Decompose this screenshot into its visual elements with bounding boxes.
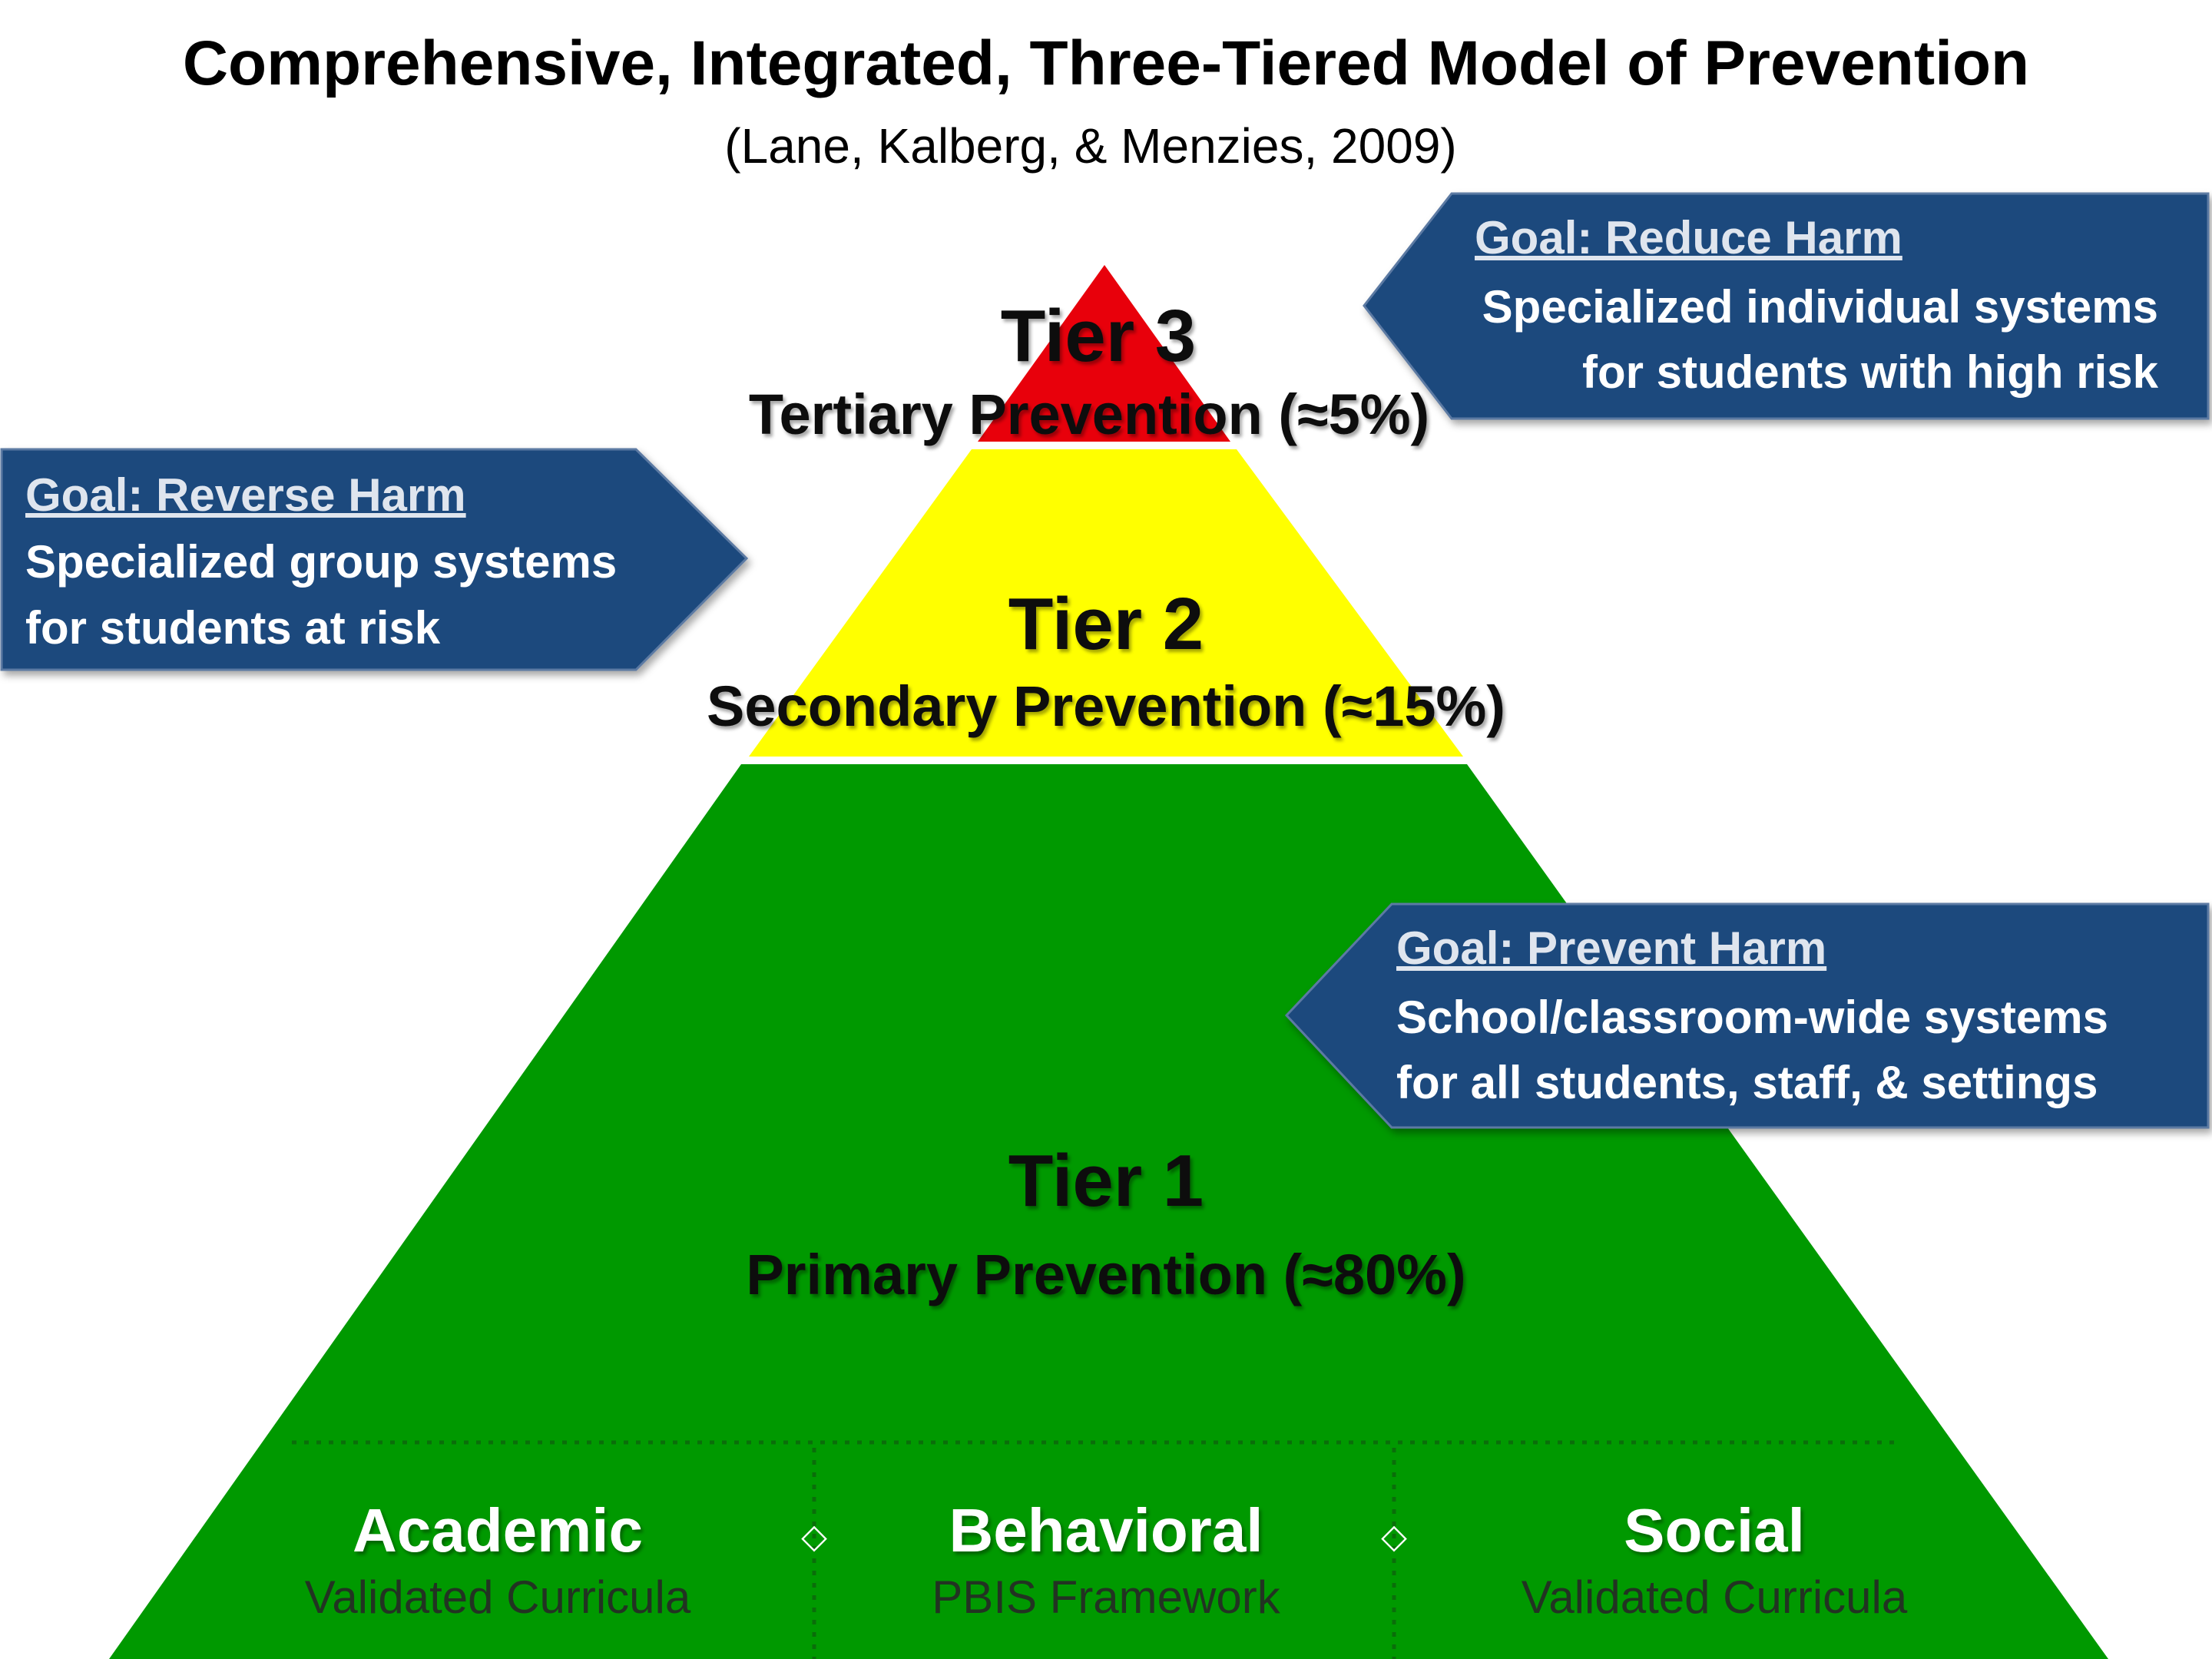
callout-prevent-harm-goal: Goal: Prevent Harm (1396, 922, 1826, 974)
callout-reduce-harm-line2: for students with high risk (1582, 346, 2159, 398)
diamond-separator-icon: ◇ (1381, 1518, 1407, 1555)
diagram-title: Comprehensive, Integrated, Three-Tiered … (183, 28, 2029, 98)
callout-reverse-harm-goal: Goal: Reverse Harm (25, 469, 466, 521)
domain-social-sub: Validated Curricula (1522, 1571, 1908, 1623)
tier1-description: Primary Prevention (≈80%) (746, 1243, 1465, 1306)
callout-reverse-harm-line1: Specialized group systems (25, 536, 617, 588)
tier2-description: Secondary Prevention (≈15%) (707, 674, 1505, 738)
tier2-label: Tier 2 Secondary Prevention (≈15%) (707, 583, 1505, 738)
callout-reduce-harm: Goal: Reduce Harm Specialized individual… (1363, 192, 2210, 420)
tier2-band (749, 449, 1463, 757)
domain-separators (292, 1440, 1901, 1659)
diagram-subtitle: (Lane, Kalberg, & Menzies, 2009) (724, 118, 1456, 174)
domain-behavioral-name: Behavioral (949, 1496, 1263, 1565)
tier3-label: Tier 3 Tertiary Prevention (≈5%) (749, 295, 1429, 446)
callout-reverse-harm-line2: for students at risk (25, 602, 441, 654)
domain-behavioral-sub: PBIS Framework (932, 1571, 1280, 1623)
domain-behavioral: Behavioral PBIS Framework (932, 1496, 1280, 1623)
callout-reduce-harm-goal: Goal: Reduce Harm (1475, 212, 1902, 263)
tier1-label: Tier 1 Primary Prevention (≈80%) (746, 1140, 1465, 1306)
callout-prevent-harm-line1: School/classroom-wide systems (1396, 992, 2108, 1043)
tier3-name: Tier 3 (1001, 295, 1196, 377)
domain-academic-sub: Validated Curricula (305, 1571, 691, 1623)
callout-prevent-harm-line2: for all students, staff, & settings (1396, 1057, 2098, 1108)
domain-academic-name: Academic (353, 1496, 643, 1565)
domain-academic: Academic Validated Curricula (305, 1496, 691, 1623)
tier3-band (978, 265, 1230, 442)
callout-reduce-harm-line1: Specialized individual systems (1482, 281, 2158, 333)
tier1-name: Tier 1 (1008, 1140, 1204, 1222)
domain-social: Social Validated Curricula (1522, 1496, 1908, 1623)
tier2-name: Tier 2 (1008, 583, 1204, 665)
domain-social-name: Social (1624, 1496, 1805, 1565)
tier3-description: Tertiary Prevention (≈5%) (749, 382, 1429, 446)
diamond-separator-icon: ◇ (801, 1518, 827, 1555)
callout-prevent-harm: Goal: Prevent Harm School/classroom-wide… (1284, 902, 2210, 1129)
callout-reverse-harm: Goal: Reverse Harm Specialized group sys… (0, 448, 749, 671)
